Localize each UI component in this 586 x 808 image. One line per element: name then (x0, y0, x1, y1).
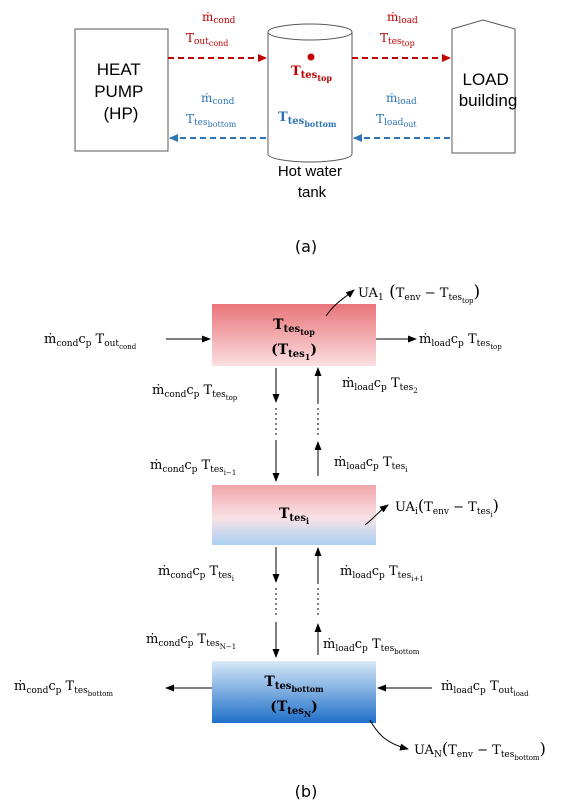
outflow-bottom-label: ṁcondcp Ttesbottom (14, 679, 113, 698)
up-2-label: ṁloadcp Ttesi (334, 455, 408, 474)
up-1-label: ṁloadcp Ttes2 (342, 376, 418, 395)
bottom-node-index-label: (TtesN) (270, 699, 318, 719)
inflow-top-label: ṁcondcp Toutcond (44, 332, 137, 351)
bottom-node-label: Ttesbottom (264, 674, 324, 694)
top-node-box (212, 304, 376, 366)
loss-bottom-arrow (369, 719, 409, 751)
loss-mid-arrow (364, 504, 389, 526)
tank-bottom-temp-label: Ttesbottom (278, 110, 337, 129)
top-node-index-label: (Ttes1) (271, 342, 317, 362)
hot-water-tank (267, 23, 353, 163)
down-1-label: ṁcondcp Ttestop (152, 383, 238, 402)
middle-node-box (212, 485, 376, 545)
outflow-top-label: ṁloadcp Ttestop (419, 332, 502, 351)
inflow-bottom-label: ṁloadcp Toutload (441, 679, 529, 698)
load-building-shape (451, 19, 516, 154)
heat-pump-label: HEAT PUMP (HP) (94, 60, 148, 123)
loss-bottom-label: UAN(Tenv − Ttesbottom) (414, 739, 546, 762)
cond-flow-bottom-label: ṁcond (201, 91, 235, 107)
down-2-label: ṁcondcp Ttesi−1 (150, 458, 236, 477)
load-flow-top-label: ṁload (387, 10, 418, 26)
heat-pump-box (74, 28, 169, 152)
cond-temp-top-label: Toutcond (186, 31, 228, 48)
loss-top-arrow (325, 289, 355, 317)
loss-top-label: UA1 (Tenv − Ttestop) (358, 282, 480, 305)
load-flow-bottom-label: ṁload (386, 91, 417, 107)
panel-a-caption: (a) (295, 237, 317, 256)
load-building-label: LOAD building (459, 70, 518, 110)
up-4-label: ṁloadcp Ttesbottom (323, 637, 420, 656)
middle-node-label: Ttesi (279, 506, 309, 526)
cond-flow-top-label: ṁcond (202, 10, 236, 26)
top-node-label: Ttestop (273, 317, 315, 337)
tank-caption: Hot water tank (278, 163, 346, 201)
panel-b: Ttestop (Ttes1) Ttesi Ttesbottom (TtesN)… (14, 282, 546, 801)
bottom-node-box (212, 661, 376, 723)
down-3-label: ṁcondcp Ttesi (158, 564, 235, 583)
load-temp-top-label: Ttestop (380, 31, 415, 48)
temperature-sensor-dot (307, 53, 315, 61)
up-3-label: ṁloadcp Ttesi+1 (340, 564, 424, 583)
loss-mid-label: UAi(Tenv − Ttesi) (395, 496, 499, 519)
panel-b-caption: (b) (295, 782, 318, 801)
tank-top-temp-label: Ttestop (291, 64, 332, 83)
panel-a: HEAT PUMP (HP) LOAD building Ttestop Tte… (74, 10, 518, 256)
down-4-label: ṁcondcp TtesN−1 (146, 632, 236, 651)
cond-temp-bottom-label: Ttesbottom (186, 112, 237, 129)
load-temp-bottom-label: Tloadout (376, 112, 417, 129)
